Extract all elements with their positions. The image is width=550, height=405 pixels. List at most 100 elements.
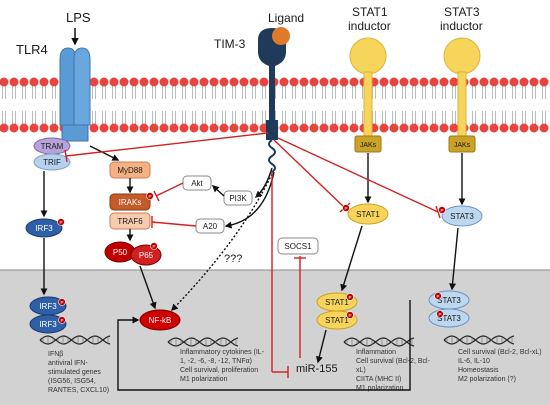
p65-label: P65 xyxy=(139,251,154,260)
lipid-head xyxy=(149,123,159,133)
lipid-head xyxy=(299,123,309,133)
irf3-gene-line: IFNβ xyxy=(48,351,63,358)
nfkb-label: NF-kB xyxy=(149,316,172,325)
mir155-label: miR-155 xyxy=(296,363,338,375)
irf3-gene-list: IFNβ antiviral IFN- stimulated genes (IS… xyxy=(48,351,109,394)
stat1-gene-list: Inflammation Cell survival (Bcl-2, Bcl- … xyxy=(356,349,431,392)
lipid-head xyxy=(299,77,309,87)
ligand-icon xyxy=(272,27,290,45)
lipid-head xyxy=(89,77,99,87)
lipid-head xyxy=(109,77,119,87)
stat3-gene-list: Cell survival (Bcl-2, Bcl-xL) IL-6, IL-1… xyxy=(458,349,542,383)
tlr4-receptor xyxy=(59,47,91,142)
phospho-label: P xyxy=(344,206,347,211)
lipid-head xyxy=(219,123,229,133)
lipid-head xyxy=(249,123,259,133)
p65-node xyxy=(130,244,162,266)
lipid-head xyxy=(489,77,499,87)
stat1-gene-line: CIITA (MHC II) xyxy=(356,376,401,383)
stat3-inductor-label-1: STAT3 xyxy=(444,5,480,19)
nfkb-node xyxy=(139,309,181,331)
lipid-head xyxy=(239,77,249,87)
lipid-head xyxy=(499,123,509,133)
lipid-head xyxy=(279,77,289,87)
lipid-head xyxy=(99,123,109,133)
lipid-head xyxy=(509,77,519,87)
nfkb-gene-line: Inflammatory cytokines (IL- xyxy=(180,349,265,356)
iraks-label: IRAKs xyxy=(119,198,142,207)
lipid-head xyxy=(49,77,59,87)
lipid-head xyxy=(279,123,289,133)
trif-node xyxy=(33,153,71,171)
stat1-cyto-label: STAT1 xyxy=(356,210,380,219)
lipid-head xyxy=(329,123,339,133)
lipid-head xyxy=(209,123,219,133)
lipid-head xyxy=(9,123,19,133)
lipid-head xyxy=(319,77,329,87)
lipid-head xyxy=(239,123,249,133)
lipid-head xyxy=(289,77,299,87)
lipid-head xyxy=(29,123,39,133)
lipid-head xyxy=(229,77,239,87)
lipid-head xyxy=(9,77,19,87)
tim3-label: TIM-3 xyxy=(214,37,246,51)
phospho-icon xyxy=(57,218,65,226)
lipid-head xyxy=(499,77,509,87)
phospho-label: P xyxy=(59,220,62,225)
lipid-head xyxy=(99,77,109,87)
phospho-icon xyxy=(346,311,354,319)
phospho-icon xyxy=(438,206,446,214)
stat3-inductor-label-2: inductor xyxy=(440,19,483,33)
lipid-head xyxy=(329,77,339,87)
lipid-head xyxy=(539,77,549,87)
lipid-head xyxy=(149,77,159,87)
trif-label: TRIF xyxy=(43,158,61,167)
lipid-head xyxy=(229,123,239,133)
lipid-head xyxy=(89,123,99,133)
stat3-cyto-label: STAT3 xyxy=(450,212,474,221)
lipid-head xyxy=(139,77,149,87)
stat3-nuc-label-2: STAT3 xyxy=(437,314,461,323)
irf3-nuc-label-2: IRF3 xyxy=(39,320,57,329)
lipid-head xyxy=(209,77,219,87)
jaks-box-2 xyxy=(448,135,476,153)
lipid-head xyxy=(439,123,449,133)
stat1-inductor-label-1: STAT1 xyxy=(352,5,388,19)
stat1-gene-line: M1 polarization xyxy=(356,385,404,392)
lipid-head xyxy=(419,77,429,87)
jaks-label-1: JAKs xyxy=(360,142,377,149)
phospho-icon xyxy=(434,292,442,300)
lipid-head xyxy=(389,77,399,87)
pi3k-label: PI3K xyxy=(229,194,247,203)
phospho-icon xyxy=(146,192,154,200)
dna-helices xyxy=(39,335,515,347)
lipid-head xyxy=(119,123,129,133)
stat1-gene-line: Cell survival (Bcl-2, Bcl- xyxy=(356,358,431,365)
stat1-inductor-receptor xyxy=(349,37,387,153)
phospho-icon xyxy=(342,204,350,212)
nfkb-gene-line: Cell survival, proliferation xyxy=(180,367,258,374)
iraks-node xyxy=(109,193,151,211)
socs1-node xyxy=(277,237,319,255)
lipid-head xyxy=(479,77,489,87)
lipid-head xyxy=(509,123,519,133)
lipid-head xyxy=(169,77,179,87)
lipid-head xyxy=(379,77,389,87)
lipid-head xyxy=(49,123,59,133)
lipid-head xyxy=(309,77,319,87)
lipid-head xyxy=(29,77,39,87)
phospho-label: P xyxy=(348,313,351,318)
irf3-cyto-node xyxy=(25,218,63,238)
lipid-head xyxy=(469,77,479,87)
lipid-head xyxy=(339,77,349,87)
lipid-head xyxy=(109,123,119,133)
lipid-head xyxy=(0,123,9,133)
lipid-head xyxy=(259,77,269,87)
lipid-head xyxy=(119,77,129,87)
irf3-nuc-node-2 xyxy=(29,314,67,334)
p50-label: P50 xyxy=(113,248,128,257)
jaks-label-2: JAKs xyxy=(454,142,471,149)
stat3-gene-line: M2 polarization (?) xyxy=(458,376,516,383)
lipid-head xyxy=(349,77,359,87)
